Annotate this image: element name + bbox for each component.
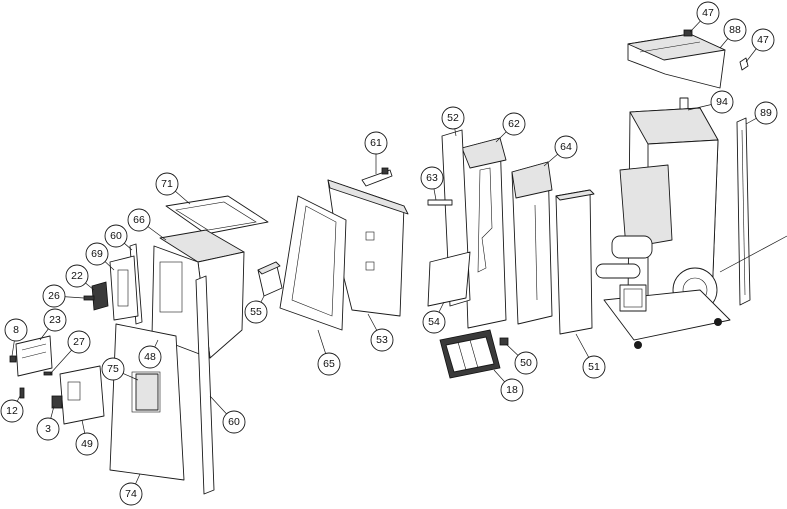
svg-text:47: 47 <box>757 34 769 46</box>
part-66-housing <box>151 229 245 359</box>
svg-text:50: 50 <box>520 357 532 369</box>
callout-94: 94 <box>710 90 734 114</box>
svg-text:64: 64 <box>560 141 572 153</box>
part-88-top-cover <box>627 33 726 89</box>
callout-75: 75 <box>101 357 125 381</box>
svg-text:53: 53 <box>376 334 388 346</box>
part-22-latch <box>91 281 109 311</box>
part-18-fan <box>439 329 501 379</box>
svg-text:88: 88 <box>729 24 741 36</box>
callout-65: 65 <box>317 352 341 376</box>
callout-22: 22 <box>65 264 89 288</box>
svg-text:75: 75 <box>107 363 119 375</box>
callout-3: 3 <box>36 417 60 441</box>
svg-text:94: 94 <box>716 96 728 108</box>
part-27-screw <box>43 371 53 376</box>
part-89-side-strip <box>736 117 751 306</box>
callout-8: 8 <box>4 318 28 342</box>
callout-89: 89 <box>754 101 778 125</box>
part-64-panel <box>511 161 553 325</box>
callout-49: 49 <box>75 432 99 456</box>
svg-text:3: 3 <box>45 423 51 435</box>
part-63-bolt <box>427 199 453 206</box>
callout-52: 52 <box>441 106 465 130</box>
part-3-handle <box>51 395 63 409</box>
svg-text:49: 49 <box>81 438 93 450</box>
part-23-control-board <box>15 335 53 377</box>
callout-18: 18 <box>500 378 524 402</box>
part-47-bracket <box>683 29 749 71</box>
svg-text:18: 18 <box>506 384 518 396</box>
callout-48: 48 <box>138 345 162 369</box>
callout-55: 55 <box>244 300 268 324</box>
callout-60: 60 <box>222 410 246 434</box>
part-60-strip <box>195 275 215 495</box>
part-26-screw <box>83 295 95 301</box>
svg-text:47: 47 <box>702 7 714 19</box>
callout-50: 50 <box>514 351 538 375</box>
svg-text:62: 62 <box>508 118 520 130</box>
svg-text:52: 52 <box>447 112 459 124</box>
callout-23: 23 <box>43 308 67 332</box>
callout-27: 27 <box>67 330 91 354</box>
svg-text:89: 89 <box>760 107 772 119</box>
part-75-window <box>135 373 159 411</box>
svg-text:55: 55 <box>250 306 262 318</box>
callout-47: 47 <box>696 1 720 25</box>
part-12-screw <box>19 387 25 399</box>
svg-text:54: 54 <box>428 316 440 328</box>
svg-text:26: 26 <box>48 290 60 302</box>
callout-69: 69 <box>85 242 109 266</box>
part-55-cover <box>257 261 283 297</box>
svg-text:48: 48 <box>144 351 156 363</box>
svg-text:71: 71 <box>161 178 173 190</box>
callout-88: 88 <box>723 18 747 42</box>
callout-53: 53 <box>370 328 394 352</box>
part-69-frame <box>109 255 139 321</box>
part-61-bracket <box>361 167 393 187</box>
svg-text:51: 51 <box>588 361 600 373</box>
part-71-top-plate <box>165 195 269 235</box>
callout-54: 54 <box>422 310 446 334</box>
callout-47: 47 <box>751 28 775 52</box>
callout-51: 51 <box>582 355 606 379</box>
part-62-panel <box>461 137 507 329</box>
svg-text:23: 23 <box>49 314 61 326</box>
svg-text:66: 66 <box>133 214 145 226</box>
svg-text:63: 63 <box>426 172 438 184</box>
svg-text:27: 27 <box>73 336 85 348</box>
svg-text:61: 61 <box>370 137 382 149</box>
part-8-screw <box>9 355 17 363</box>
stove-body <box>595 107 787 349</box>
callout-62: 62 <box>502 112 526 136</box>
callout-26: 26 <box>42 284 66 308</box>
svg-text:65: 65 <box>323 358 335 370</box>
svg-text:8: 8 <box>13 324 19 336</box>
callout-63: 63 <box>420 166 444 190</box>
svg-text:69: 69 <box>91 248 103 260</box>
part-51-panel <box>555 189 595 335</box>
svg-text:74: 74 <box>125 488 137 500</box>
callout-66: 66 <box>127 208 151 232</box>
callout-74: 74 <box>119 482 143 506</box>
callout-61: 61 <box>364 131 388 155</box>
callout-71: 71 <box>155 172 179 196</box>
callout-60: 60 <box>104 224 128 248</box>
svg-text:60: 60 <box>110 230 122 242</box>
part-49-door <box>59 365 105 425</box>
callout-12: 12 <box>0 399 24 423</box>
svg-text:22: 22 <box>71 270 83 282</box>
part-54-plate <box>427 251 471 307</box>
callout-64: 64 <box>554 135 578 159</box>
svg-text:60: 60 <box>228 416 240 428</box>
part-50-fitting <box>499 337 509 346</box>
svg-text:12: 12 <box>6 405 18 417</box>
part-65-side-frame <box>279 195 347 331</box>
